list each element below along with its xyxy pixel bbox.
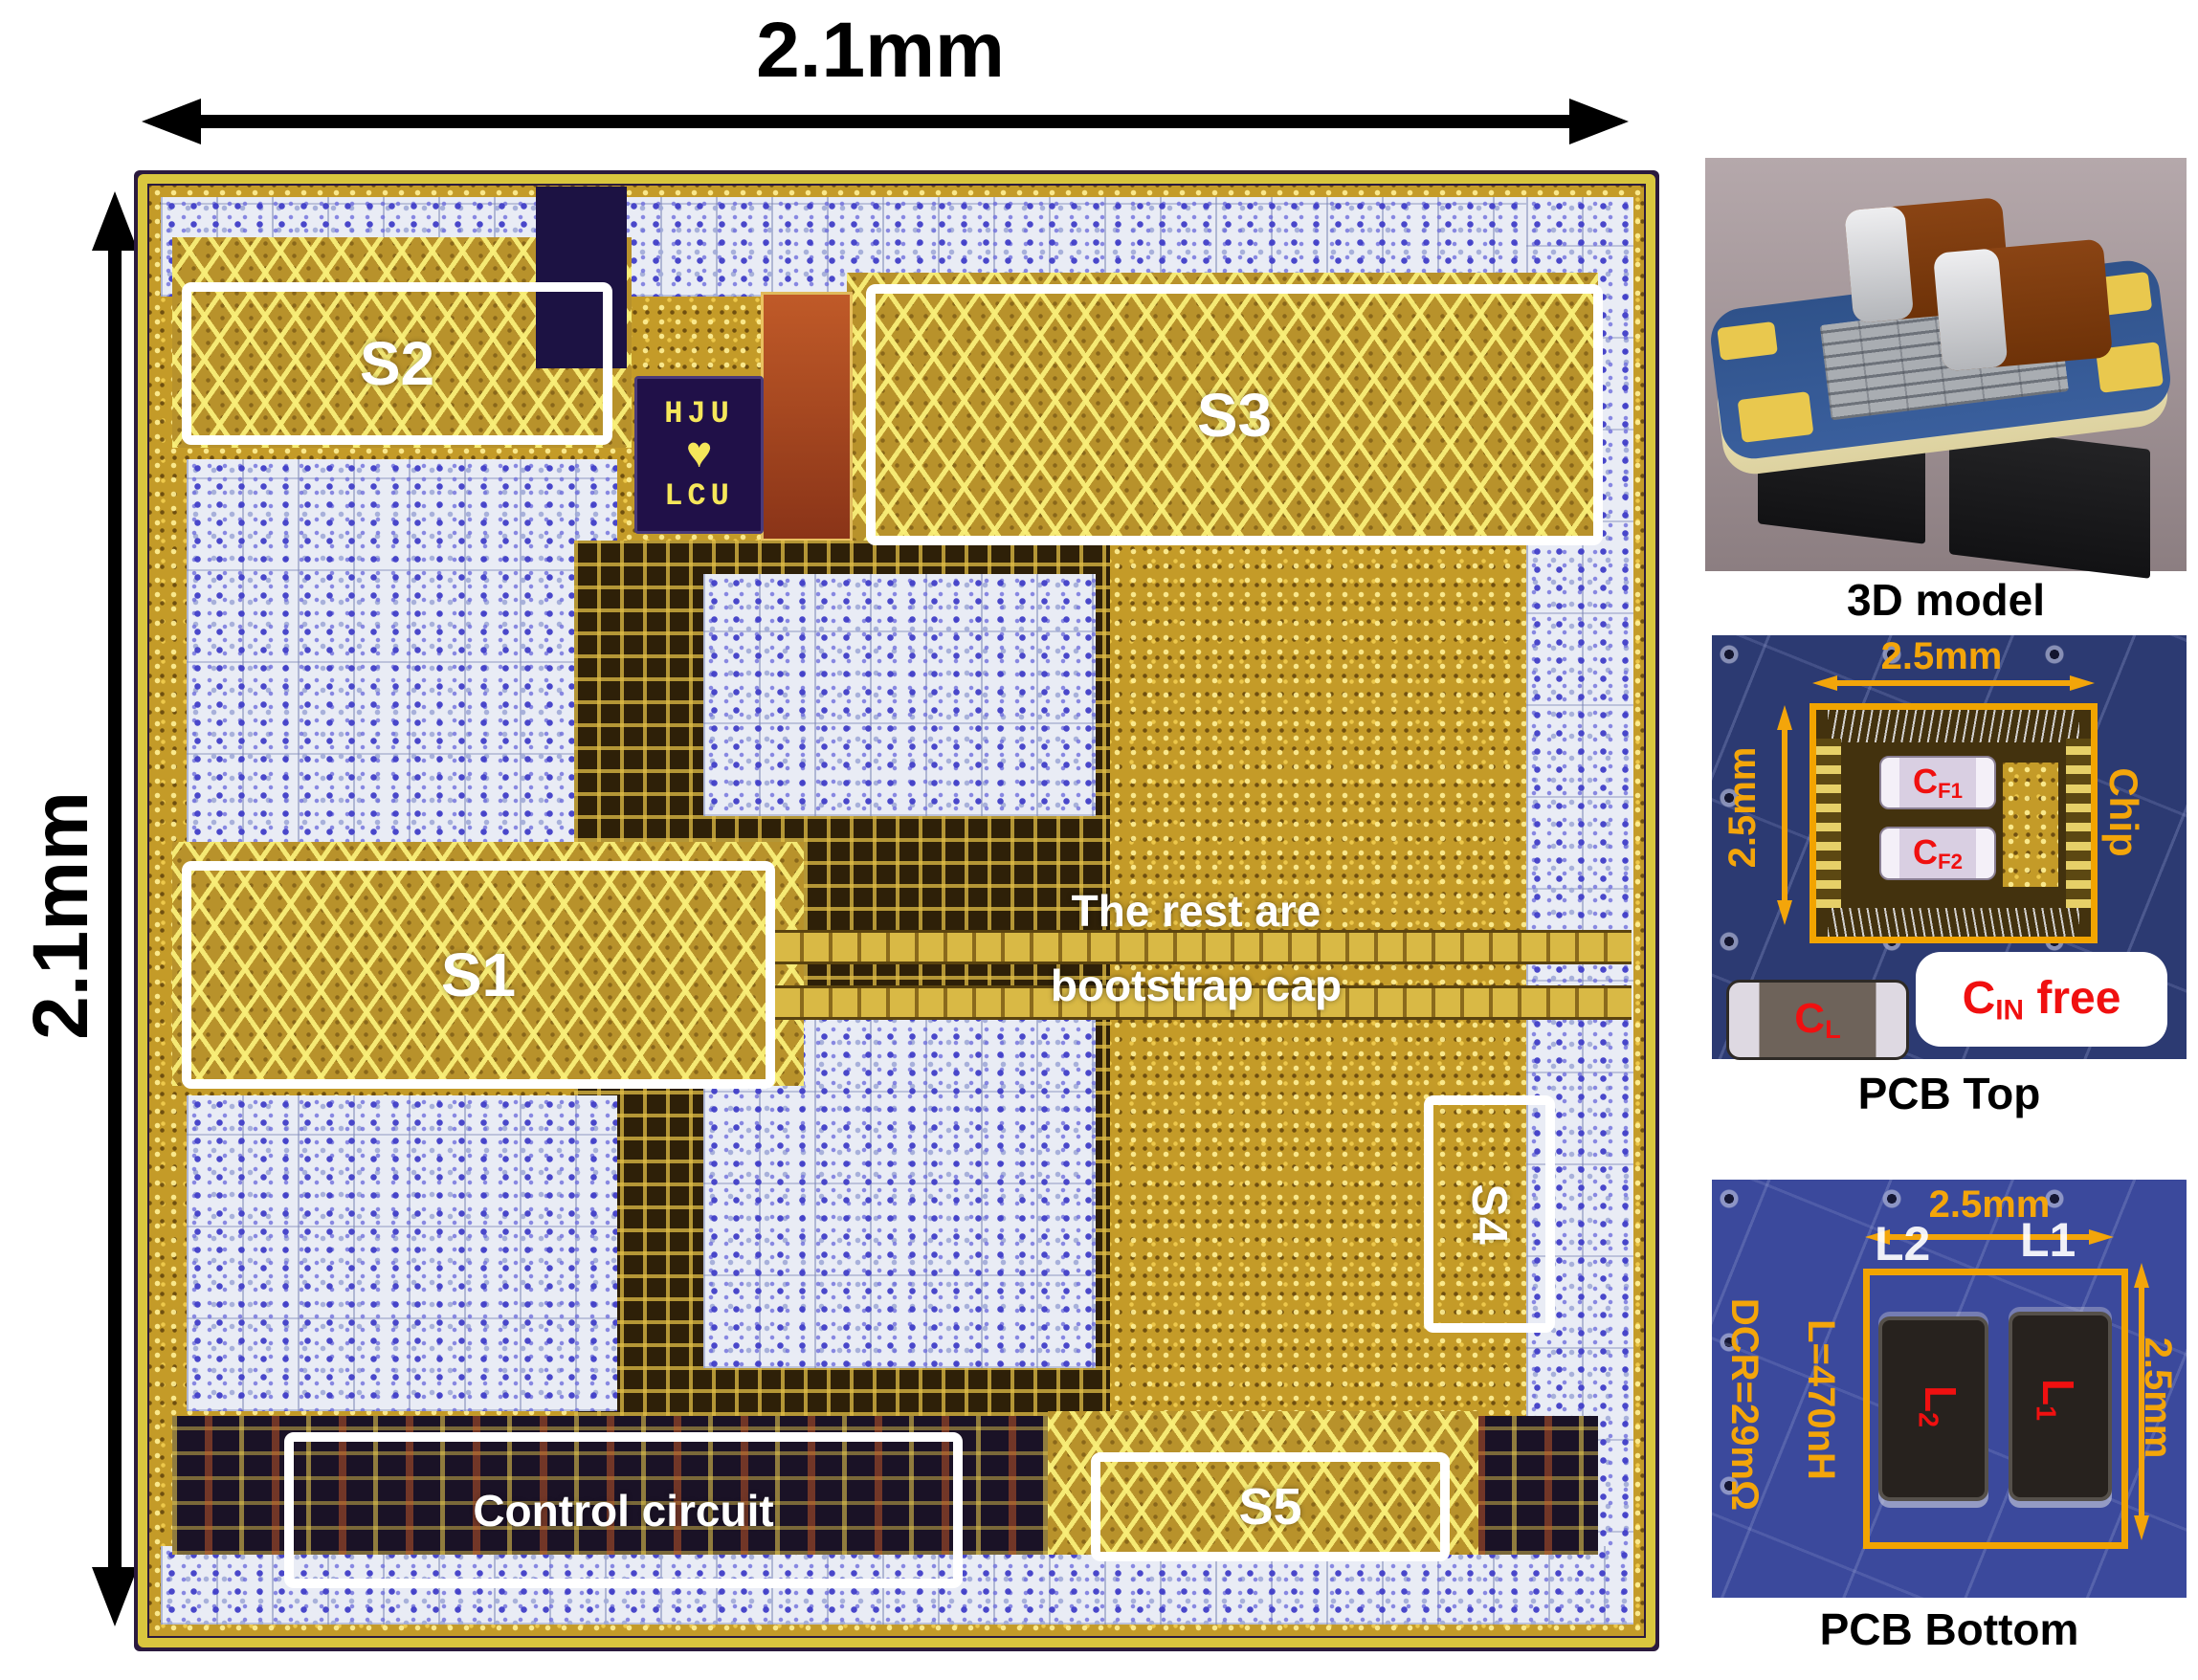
s4-label-box: S4: [1424, 1095, 1555, 1333]
arrowhead-right-icon: [1569, 99, 1629, 144]
cf2-label: CF2: [1912, 832, 1964, 873]
arrowhead-up-icon: [92, 191, 138, 251]
cf1-label: CF1: [1912, 762, 1964, 803]
s2-label-box: S2: [182, 282, 612, 445]
pcb-top-height-label: 2.5mm: [1721, 746, 1764, 869]
arrowhead-up-icon: [1777, 705, 1792, 730]
die-width-label: 2.1mm: [756, 7, 1005, 94]
arrowhead-down-icon: [92, 1567, 138, 1626]
s5-power-fet-area: [1048, 1411, 1478, 1555]
chip-callout-label: Chip: [2101, 767, 2146, 857]
arrow-shaft: [184, 115, 1587, 128]
silkscreen-l2: L2: [1875, 1217, 1931, 1271]
arrow-shaft: [108, 233, 122, 1584]
heart-icon: ♥: [685, 430, 713, 480]
metal-bus-line: [775, 930, 1632, 964]
pcb-bottom-panel: L2 L1 2.5mm L2 L1 2.5mm L=470nH DCR=29mΩ: [1712, 1180, 2187, 1598]
l1-inductor: [2009, 1312, 2112, 1501]
pcb-top-caption: PCB Top: [1857, 1069, 2041, 1118]
s3-label: S3: [1196, 380, 1273, 450]
3d-model-caption: 3D model: [1846, 575, 2046, 625]
pcb-top-width-label: 2.5mm: [1880, 635, 2003, 677]
die-height-arrow: [92, 191, 138, 1626]
control-circuit-label: Control circuit: [473, 1485, 774, 1536]
arrowhead-left-icon: [1812, 675, 1837, 691]
pcb-top-width-arrow: [1812, 675, 2095, 691]
arrowhead-right-icon: [2089, 1229, 2114, 1245]
s3-power-fet-area: [847, 273, 1598, 541]
s1-label-box: S1: [182, 861, 775, 1089]
s3-label-box: S3: [866, 284, 1603, 545]
s1-label: S1: [440, 940, 517, 1009]
cl-capacitor: CL: [1726, 980, 1909, 1060]
cf1-capacitor: CF1: [1879, 756, 1996, 809]
arrowhead-down-icon: [2134, 1515, 2149, 1540]
pcb-bottom-width-arrow: [1865, 1229, 2114, 1245]
die-width-arrow: [142, 99, 1629, 144]
bootstrap-note: The rest are bootstrap cap: [957, 873, 1435, 1023]
control-circuit-label-box: Control circuit: [284, 1432, 963, 1588]
l2-label: L2: [1912, 1385, 1965, 1427]
pcb-pad-3d: [1717, 321, 1778, 361]
bond-pads-left: [1816, 739, 1841, 908]
bootstrap-note-line2: bootstrap cap: [1050, 961, 1343, 1010]
designer-logo: HJU ♥ LCU: [634, 376, 764, 534]
s1-power-fet-area: [172, 842, 804, 1086]
on-die-gold-area: [2003, 763, 2058, 887]
cf2-capacitor: CF2: [1879, 827, 1996, 880]
arrowhead-up-icon: [2134, 1263, 2149, 1288]
inductor-outline-box: [1863, 1269, 2128, 1549]
arrow-shaft: [1882, 1234, 2097, 1240]
cin-free-label: CIN free: [1962, 972, 2121, 1027]
arrowhead-left-icon: [142, 99, 201, 144]
logo-line2: LCU: [664, 477, 734, 514]
cap-array-top-right: [703, 574, 1096, 816]
inductance-label: L=470nH: [1800, 1319, 1843, 1480]
bond-wires-top: [1828, 710, 2079, 742]
chip-outline-box: CF1 CF2: [1809, 703, 2098, 943]
analog-block: [761, 292, 853, 542]
cap-array-top-left: [187, 459, 617, 847]
arrow-shaft: [1782, 722, 1787, 908]
s5-label-box: S5: [1091, 1452, 1450, 1561]
3d-model-panel: [1705, 158, 2187, 579]
arrowhead-right-icon: [2070, 675, 2095, 691]
s5-label: S5: [1238, 1478, 1302, 1536]
cin-free-badge: CIN free: [1916, 952, 2167, 1047]
inductor-block-3d: [1949, 425, 2150, 579]
pcb-pad-3d: [1737, 391, 1814, 443]
cap-array-bottom-left: [187, 1095, 617, 1411]
arrow-shaft: [2139, 1280, 2144, 1523]
pcb-bottom-caption: PCB Bottom: [1819, 1604, 2079, 1654]
arrow-shaft: [1830, 680, 2077, 686]
capacitor-3d: [1932, 238, 2114, 372]
pcb-top-panel: 2.5mm 2.5mm CF1 CF2 Chip CL: [1712, 635, 2187, 1060]
metal-bus-line: [775, 985, 1632, 1020]
capacitor-terminal-3d: [1932, 248, 2009, 372]
arrowhead-down-icon: [1777, 900, 1792, 925]
dcr-label: DCR=29mΩ: [1723, 1297, 1766, 1512]
s4-label: S4: [1461, 1183, 1517, 1245]
silkscreen-l1: L1: [2020, 1213, 2076, 1267]
pcb-bottom-height-label: 2.5mm: [2137, 1337, 2180, 1459]
die-photo: HJU ♥ LCU S2 S3 S1 S4 S5 Control c: [134, 170, 1659, 1651]
cl-label: CL: [1794, 995, 1841, 1044]
logo-line1: HJU: [664, 395, 734, 431]
l1-label: L1: [2030, 1379, 2083, 1421]
bond-wires-bottom: [1828, 908, 2079, 937]
pcb-bottom-height-arrow: [2134, 1263, 2149, 1540]
pcb-bottom-width-label: 2.5mm: [1928, 1183, 2051, 1226]
bond-pads-right: [2066, 739, 2091, 908]
s2-label: S2: [359, 329, 435, 398]
arrowhead-left-icon: [1865, 1229, 1890, 1245]
pcb-top-height-arrow: [1777, 705, 1792, 925]
bootstrap-note-line1: The rest are: [1071, 886, 1321, 936]
capacitor-terminal-3d: [1844, 205, 1914, 323]
l2-inductor: [1878, 1316, 1988, 1501]
